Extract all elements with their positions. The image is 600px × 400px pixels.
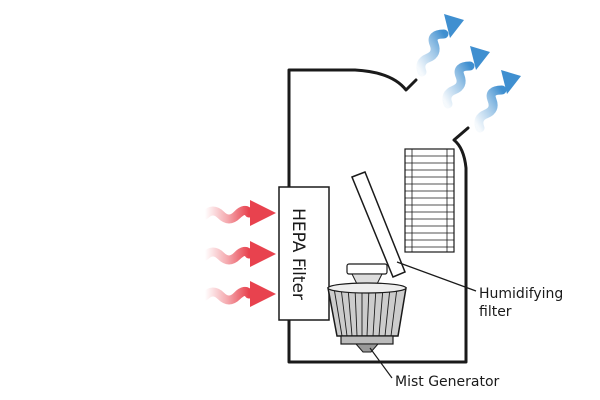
humidifying-filter-label-line2: filter: [479, 304, 512, 320]
mist-generator: [327, 263, 407, 353]
wavy-blue-arrow-icon: [416, 14, 464, 77]
wavy-blue-arrow-icon: [474, 70, 521, 133]
intake-arrows: [200, 200, 276, 307]
mist-generator-label: Mist Generator: [395, 374, 500, 390]
wavy-red-arrow-icon: [200, 281, 276, 307]
wavy-blue-arrow-icon: [442, 46, 490, 109]
outflow-arrows: [416, 14, 521, 133]
wavy-red-arrow-icon: [200, 241, 276, 267]
humidifying-filter-label-line1: Humidifying: [479, 286, 563, 302]
hepa-filter-label: HEPA Filter: [288, 208, 308, 300]
humidifying-filter: [351, 171, 406, 278]
housing-outline: [287, 68, 470, 364]
wavy-red-arrow-icon: [200, 200, 276, 226]
fan-unit: [404, 148, 455, 253]
hepa-filter: HEPA Filter: [278, 186, 330, 321]
callout-lines: [369, 261, 477, 379]
